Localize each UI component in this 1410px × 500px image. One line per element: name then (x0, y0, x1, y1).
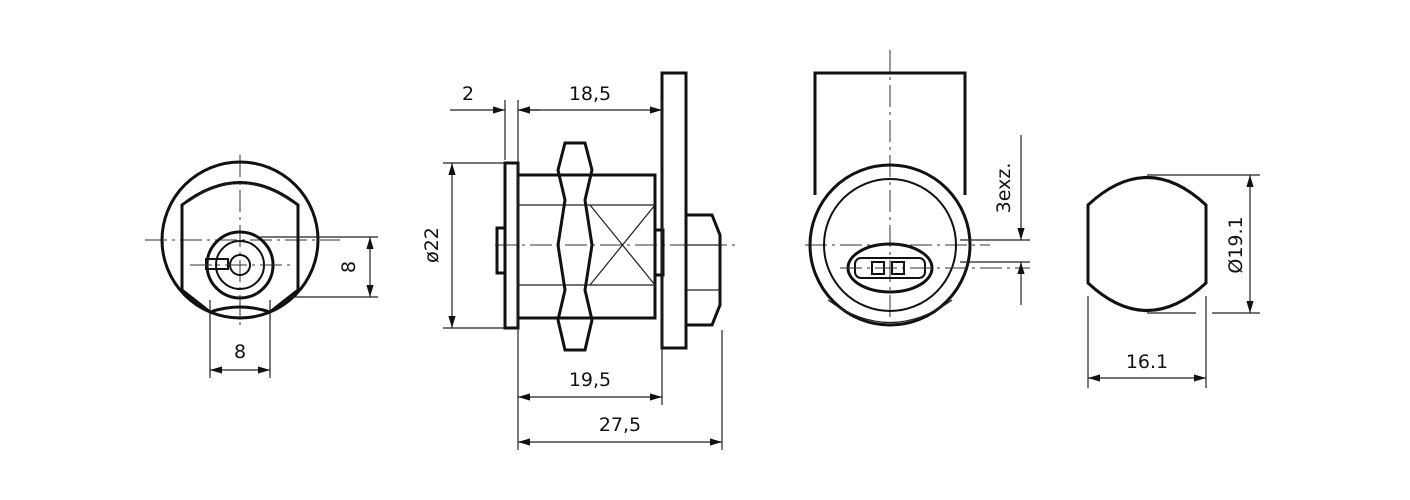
front-key-width-label: 8 (234, 341, 246, 363)
side-view: 2 18,5 ø22 19,5 27,5 (421, 71, 735, 450)
body-diameter-label: ø22 (421, 227, 443, 263)
front-view: 8 8 (145, 155, 378, 378)
front-key-height-label: 8 (338, 261, 360, 273)
cam-eccentricity-label: 3exz. (993, 163, 1015, 214)
panel-cutout-view: Ø19.1 16.1 (1086, 174, 1260, 388)
flange-thickness-label: 2 (462, 83, 474, 105)
cutout-diameter-label: Ø19.1 (1225, 216, 1247, 273)
body-length-label: 19,5 (569, 369, 611, 391)
cutout-width-label: 16.1 (1126, 351, 1168, 373)
rear-view: 3exz. (805, 50, 1030, 330)
overall-length-label: 27,5 (599, 414, 641, 436)
thread-length-label: 18,5 (569, 83, 611, 105)
